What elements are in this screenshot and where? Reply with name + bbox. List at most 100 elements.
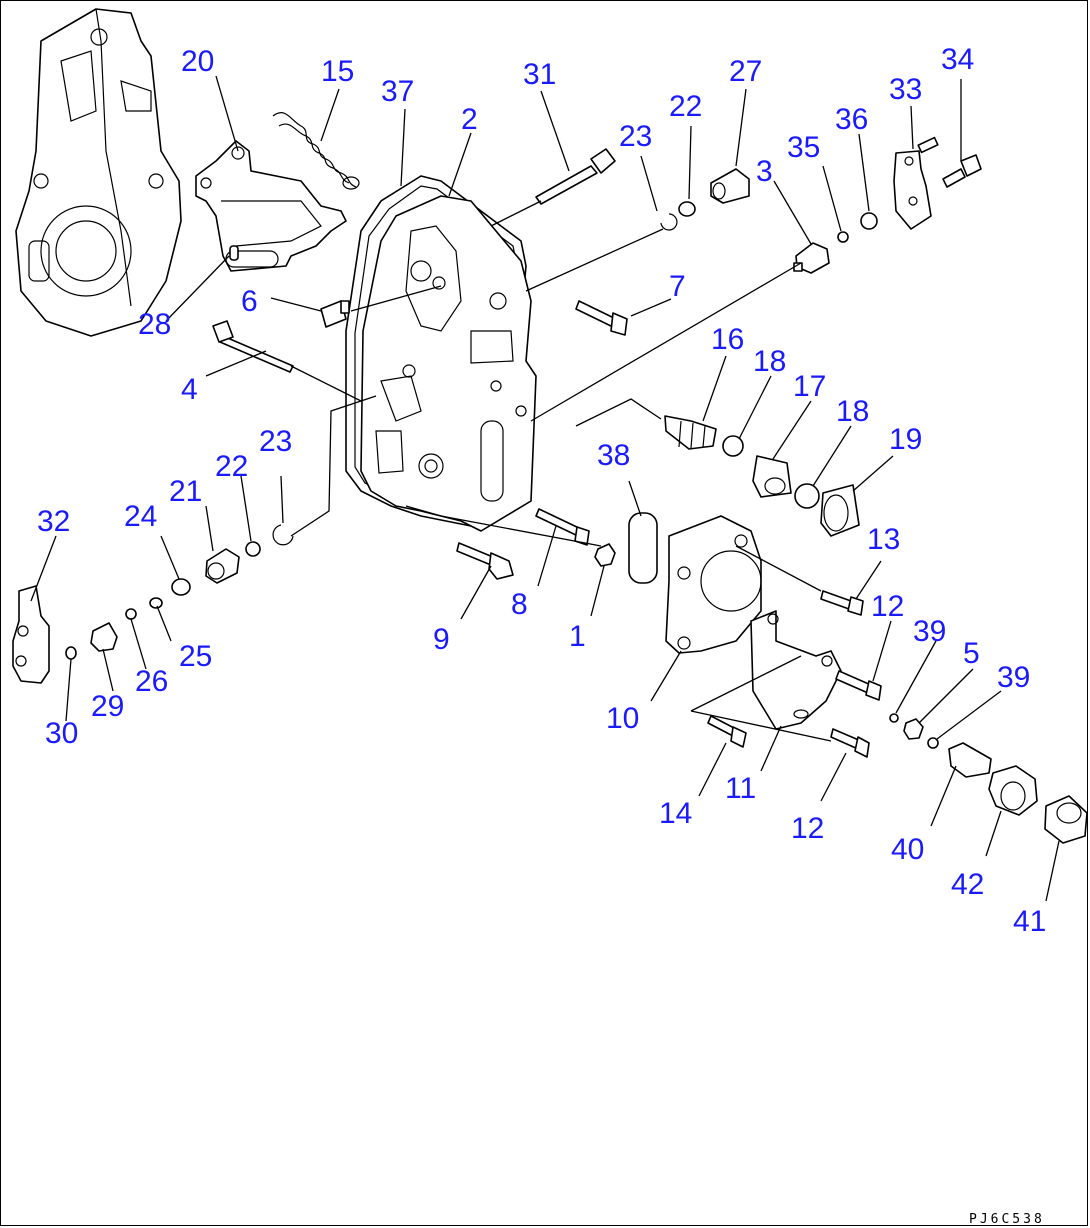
washer-part xyxy=(149,597,163,609)
bracket-part xyxy=(893,136,939,230)
cap-part xyxy=(1044,795,1088,844)
washer-part xyxy=(125,608,137,620)
callout-label: 22 xyxy=(215,450,248,483)
washer-part xyxy=(794,483,820,509)
bolt-part xyxy=(320,300,350,328)
callout-label: 11 xyxy=(725,772,756,805)
valve-part xyxy=(664,415,717,450)
callout-label: 4 xyxy=(181,373,198,406)
cover-part xyxy=(665,515,762,654)
bolt-part xyxy=(707,715,747,748)
callout-label: 18 xyxy=(836,395,869,428)
callout-label: 36 xyxy=(835,103,868,136)
callout-label: 12 xyxy=(871,590,904,623)
bolt-part xyxy=(820,590,864,616)
callout-label: 40 xyxy=(891,833,924,866)
callout-label: 30 xyxy=(45,717,78,750)
sleeve-part xyxy=(90,622,118,652)
callout-label: 39 xyxy=(997,661,1030,694)
parts-layer xyxy=(12,8,1088,844)
bolt-part xyxy=(575,300,628,336)
washer-part xyxy=(171,578,191,596)
callout-label: 32 xyxy=(37,505,70,538)
lever-assembly-part xyxy=(195,140,347,272)
callout-labels: 20 15 37 31 2 23 22 27 3 35 36 33 34 7 6… xyxy=(37,43,1046,938)
washer-part xyxy=(927,737,939,749)
callout-label: 20 xyxy=(181,45,214,78)
callout-label: 3 xyxy=(756,155,773,188)
callout-label: 38 xyxy=(597,439,630,472)
nut-part xyxy=(903,718,924,740)
bracket-part xyxy=(750,610,842,730)
callout-label: 29 xyxy=(91,690,124,723)
callout-label: 1 xyxy=(569,620,586,653)
callout-label: 23 xyxy=(259,425,292,458)
callout-label: 5 xyxy=(963,637,980,670)
washer-part xyxy=(837,231,849,243)
callout-label: 28 xyxy=(138,308,171,341)
screw-part xyxy=(942,154,982,188)
callout-label: 19 xyxy=(889,423,922,456)
plug-part xyxy=(205,548,240,584)
washer-part xyxy=(860,212,878,230)
snap-ring-part xyxy=(660,213,678,231)
stud-bolt-part xyxy=(535,508,590,546)
fitting-part xyxy=(948,742,992,778)
callout-label: 42 xyxy=(951,868,984,901)
gasket-part xyxy=(628,512,658,584)
drawing-code: PJ6C538 xyxy=(969,1212,1045,1227)
callout-label: 8 xyxy=(511,588,528,621)
sensor-part xyxy=(793,242,830,274)
callout-label: 39 xyxy=(913,615,946,648)
callout-label: 6 xyxy=(241,285,258,318)
callout-label: 16 xyxy=(711,323,744,356)
bolt-part xyxy=(830,728,870,758)
pump-housing-part xyxy=(15,8,182,337)
plug-part xyxy=(710,168,750,204)
leader-lines xyxy=(30,75,1060,902)
lever-part xyxy=(12,585,50,684)
cap-part xyxy=(988,765,1038,816)
callout-label: 33 xyxy=(889,73,922,106)
o-ring-part xyxy=(245,541,261,557)
spring-part xyxy=(272,112,360,190)
bolt-part xyxy=(835,670,882,701)
callout-label: 34 xyxy=(941,43,974,76)
sleeve-part xyxy=(752,455,792,498)
washer-part xyxy=(889,713,899,723)
callout-label: 31 xyxy=(523,58,556,91)
callout-label: 13 xyxy=(867,523,900,556)
governor-case-part xyxy=(360,195,537,532)
o-ring-part xyxy=(678,201,696,217)
pin-part xyxy=(229,245,239,261)
callout-label: 35 xyxy=(787,131,820,164)
nut-part xyxy=(594,543,616,567)
callout-label: 10 xyxy=(606,702,639,735)
callout-label: 27 xyxy=(729,55,762,88)
callout-label: 26 xyxy=(135,665,168,698)
stud-bolt-part xyxy=(212,320,294,373)
callout-label: 24 xyxy=(124,500,157,533)
callout-label: 25 xyxy=(179,640,212,673)
callout-label: 7 xyxy=(669,270,686,303)
washer-part xyxy=(722,435,744,457)
callout-label: 41 xyxy=(1013,905,1046,938)
callout-label: 23 xyxy=(619,120,652,153)
callout-label: 12 xyxy=(791,812,824,845)
screw-part xyxy=(456,542,514,580)
callout-label: 21 xyxy=(169,475,202,508)
callout-label: 18 xyxy=(753,345,786,378)
cap-part xyxy=(820,484,860,537)
callout-label: 14 xyxy=(659,797,692,830)
callout-label: 2 xyxy=(461,103,478,136)
callout-label: 37 xyxy=(381,75,414,108)
callout-label: 17 xyxy=(793,370,826,403)
washer-part xyxy=(65,646,77,660)
callout-label: 9 xyxy=(433,623,450,656)
callout-label: 22 xyxy=(669,90,702,123)
callout-label: 15 xyxy=(321,55,354,88)
long-bolt-part xyxy=(535,148,616,205)
snap-ring-part xyxy=(272,524,294,546)
